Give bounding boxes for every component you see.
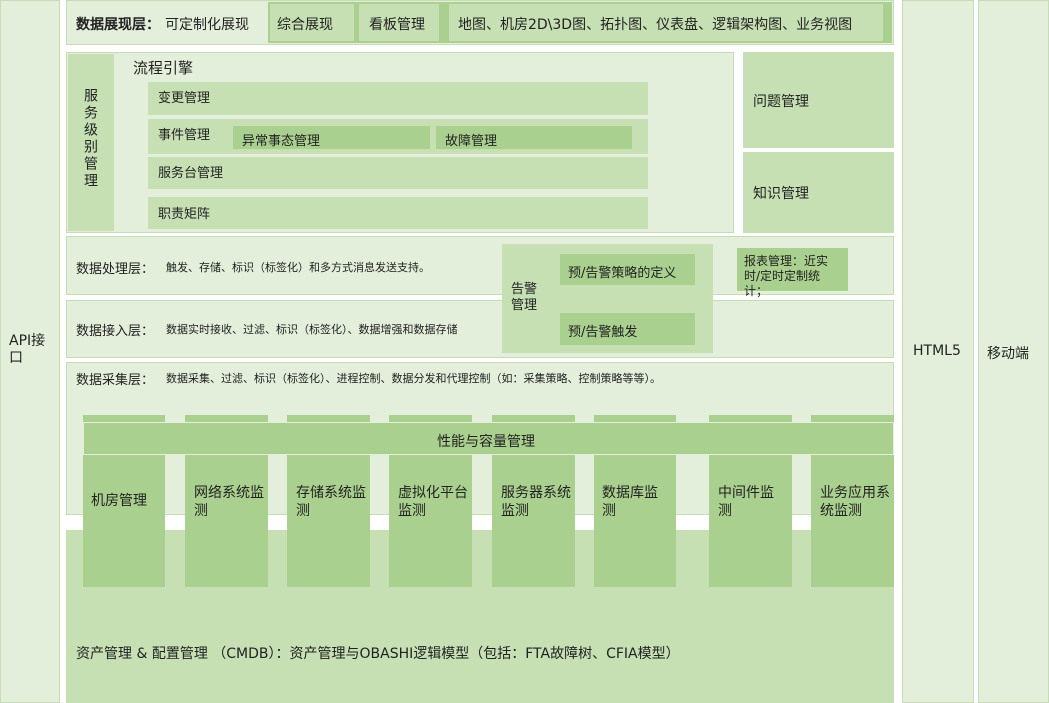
fault-management: 故障管理 xyxy=(436,126,632,149)
change-management-label: 变更管理 xyxy=(158,91,211,106)
abnormal-state-label: 异常事态管理 xyxy=(242,134,321,149)
duty-matrix-label: 职责矩阵 xyxy=(158,207,211,222)
flow-engine-label: 流程引擎 xyxy=(133,59,194,77)
api-interface-label: API接口 xyxy=(9,333,46,366)
collection-layer-desc: 数据采集、过滤、标识（标签化）、进程控制、数据分发和代理控制（如：采集策略、控制… xyxy=(166,372,661,385)
comprehensive-display: 综合展现 xyxy=(270,4,354,41)
abnormal-state-management: 异常事态管理 xyxy=(233,126,430,149)
kanban-management: 看板管理 xyxy=(359,4,439,41)
cmdb-label: 资产管理 & 配置管理 （CMDB）：资产管理与OBASHI逻辑模型（包括：FT… xyxy=(76,646,680,662)
alert-management-label: 告警管理 xyxy=(511,282,538,313)
processing-layer-desc: 触发、存储、标识（标签化）和多方式消息发送支持。 xyxy=(166,261,430,274)
processing-layer: 数据处理层： 触发、存储、标识（标签化）和多方式消息发送支持。 xyxy=(66,236,894,295)
service-level-label: 服务级别管理 xyxy=(82,88,98,190)
problem-management-label: 问题管理 xyxy=(753,94,809,110)
monitor-col-machine-room-label: 机房管理 xyxy=(91,493,147,509)
access-layer: 数据接入层： 数据实时接收、过滤、标识（标签化）、数据增强和数据存储 xyxy=(66,300,894,358)
event-management-label: 事件管理 xyxy=(158,128,211,143)
alert-strategy-definition: 预/告警策略的定义 xyxy=(560,254,695,285)
duty-matrix: 职责矩阵 xyxy=(148,197,648,229)
mobile-column: 移动端 xyxy=(978,0,1049,703)
monitor-col-middleware-label: 中间件监测 xyxy=(718,485,774,519)
monitor-col-virtualization-label: 虚拟化平台监测 xyxy=(398,485,468,519)
presentation-layer-subtitle: 可定制化展现 xyxy=(165,17,249,33)
service-level-vertical: 服务级别管理 xyxy=(68,54,114,231)
fault-management-label: 故障管理 xyxy=(445,134,498,149)
monitor-col-business-app-label: 业务应用系统监测 xyxy=(820,485,890,519)
change-management: 变更管理 xyxy=(148,82,648,115)
knowledge-management-label: 知识管理 xyxy=(753,186,809,202)
api-interface-column: API接口 xyxy=(0,0,60,703)
html5-label: HTML5 xyxy=(913,343,961,359)
mobile-label: 移动端 xyxy=(987,346,1029,362)
monitor-col-storage-label: 存储系统监测 xyxy=(296,485,366,519)
knowledge-management: 知识管理 xyxy=(743,152,894,233)
performance-capacity-bar: 性能与容量管理 xyxy=(83,422,894,455)
alert-strategy-label: 预/告警策略的定义 xyxy=(568,266,677,281)
comprehensive-display-label: 综合展现 xyxy=(277,17,333,33)
views-list: 地图、机房2D\3D图、拓扑图、仪表盘、逻辑架构图、业务视图 xyxy=(449,4,883,41)
html5-column: HTML5 xyxy=(902,0,974,703)
report-management: 报表管理：近实时/定时定制统计； xyxy=(737,248,848,298)
service-desk-label: 服务台管理 xyxy=(158,166,224,181)
monitor-col-database-label: 数据库监测 xyxy=(602,485,658,519)
alert-trigger-label: 预/告警触发 xyxy=(568,325,638,340)
service-desk-management: 服务台管理 xyxy=(148,157,648,189)
access-layer-desc: 数据实时接收、过滤、标识（标签化）、数据增强和数据存储 xyxy=(166,323,458,336)
problem-management: 问题管理 xyxy=(743,52,894,148)
processing-layer-title: 数据处理层： xyxy=(76,262,155,277)
monitor-col-network-label: 网络系统监测 xyxy=(194,485,264,519)
presentation-layer-title: 数据展现层： xyxy=(76,17,160,33)
views-list-label: 地图、机房2D\3D图、拓扑图、仪表盘、逻辑架构图、业务视图 xyxy=(458,17,853,33)
report-management-label: 报表管理：近实时/定时定制统计； xyxy=(744,254,829,298)
access-layer-title: 数据接入层： xyxy=(76,324,155,339)
monitor-col-server-label: 服务器系统监测 xyxy=(501,485,571,519)
kanban-management-label: 看板管理 xyxy=(369,17,425,33)
collection-layer-title: 数据采集层： xyxy=(76,373,155,388)
alert-trigger: 预/告警触发 xyxy=(560,313,695,345)
performance-capacity-label: 性能与容量管理 xyxy=(437,434,535,450)
